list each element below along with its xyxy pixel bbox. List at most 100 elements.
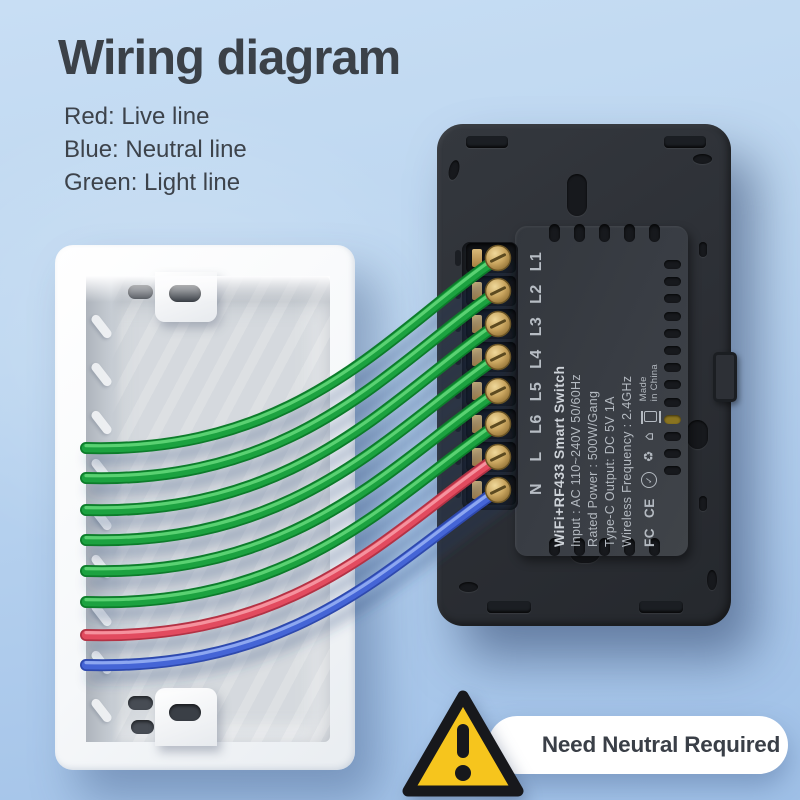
vent-slot	[549, 224, 560, 242]
screw-slot-bottom-2	[131, 720, 154, 734]
legend-item-green: Green: Light line	[64, 169, 241, 196]
vent-slot-right	[664, 277, 681, 287]
vent-slot-right	[664, 294, 681, 304]
terminal-label: N	[528, 482, 545, 496]
louver-slat	[89, 601, 114, 628]
backplate-slot	[455, 482, 461, 498]
device-product-name: WiFi+RF433 Smart Switch	[551, 365, 567, 547]
made-in-line: in China	[649, 364, 660, 402]
device-spec-line: Rated Power : 500W/Gang	[586, 390, 600, 547]
vent-slot-right	[664, 311, 681, 321]
corner-hole-bottom-right	[707, 570, 717, 590]
backplate-slot	[455, 250, 461, 266]
backplate-slot	[455, 383, 461, 399]
vent-slot-right	[664, 449, 681, 459]
vent-slot-right	[664, 414, 681, 424]
vent-slot	[624, 224, 635, 242]
terminal-clamp	[472, 481, 482, 499]
louver-slat	[89, 361, 114, 388]
legend-item-blue: Blue: Neutral line	[64, 136, 247, 163]
screw-slot-top	[128, 285, 153, 299]
side-clip-right	[713, 352, 737, 402]
louver-slat	[89, 649, 114, 676]
screw-slot-bottom	[128, 696, 153, 710]
louver-slat	[89, 409, 114, 436]
wire-color-legend: Red: Live line Blue: Neutral line Green:…	[64, 100, 400, 199]
vent-slot	[649, 538, 660, 556]
vent-slot-right	[664, 363, 681, 373]
fcc-mark: FC	[641, 528, 657, 547]
device-spec-line: Type-C Output: DC 5V 1A	[603, 396, 617, 547]
ce-mark: CE	[641, 498, 657, 518]
vent-slot	[549, 538, 560, 556]
made-in-line: Made	[638, 376, 649, 402]
wall-mount-box	[55, 245, 355, 770]
terminal-label: L5	[528, 381, 545, 402]
vent-slot-right	[664, 260, 681, 269]
warning-triangle-icon	[402, 690, 524, 797]
corner-hole-top-left	[446, 159, 462, 181]
vent-slot-right	[664, 328, 681, 338]
vent-slot-right	[664, 397, 681, 407]
vent-slot	[599, 538, 610, 556]
louver-slat	[89, 457, 114, 484]
mounting-tab-bottom	[155, 688, 217, 746]
backplate-slot	[455, 449, 461, 465]
terminal-clamp	[472, 249, 482, 267]
weee-bin-mark	[643, 411, 657, 423]
terminal-clamp	[472, 382, 482, 400]
title-block: Wiring diagram Red: Live line Blue: Neut…	[58, 30, 401, 199]
terminal-clamp	[472, 448, 482, 466]
wall-box-cavity	[86, 272, 330, 746]
terminal-label: L1	[528, 251, 545, 272]
device-module	[515, 224, 688, 556]
louver-slat	[89, 553, 114, 580]
vent-slot	[649, 224, 660, 242]
snap-clip-top-right	[664, 136, 706, 148]
recycle-mark: ♻	[641, 450, 657, 463]
terminal-label: L4	[528, 349, 545, 369]
terminal-strip	[462, 242, 518, 510]
backplate-slot	[455, 416, 461, 432]
snap-clip-top-left	[466, 136, 508, 148]
legend-item-red: Red: Live line	[64, 103, 210, 130]
device-spec-line: Wireless Frequency : 2.4GHz	[620, 375, 634, 547]
terminal-clamp	[472, 315, 482, 333]
louver-slat	[89, 697, 114, 724]
vent-slot-right	[664, 346, 681, 355]
side-hole-right	[687, 420, 708, 449]
terminal-label: L6	[528, 414, 545, 434]
terminal-clamp	[472, 348, 482, 366]
house-mark: ⌂	[641, 432, 657, 441]
terminal-clamp	[472, 415, 482, 433]
neutral-warning-pill: Need Neutral Required	[488, 716, 788, 774]
vent-slot	[624, 538, 635, 556]
terminal-label: L	[528, 451, 545, 462]
louver-slat	[89, 505, 114, 532]
page-title: Wiring diagram	[58, 31, 401, 85]
corner-hole-bottom-left	[459, 582, 478, 592]
vent-slot-right	[664, 380, 681, 390]
backplate-slot	[455, 316, 461, 332]
backplate-slot	[455, 349, 461, 365]
neutral-warning-text: Need Neutral Required	[541, 732, 781, 757]
device-info: WiFi+RF433 Smart Switch Input : AC 110~2…	[550, 237, 660, 547]
device-spec-line: Input : AC 110~240V 50/60Hz	[569, 374, 583, 547]
mounting-tab-top-hole	[169, 285, 201, 302]
cert-check-mark: ✓	[641, 472, 657, 489]
mounting-tab-bottom-hole	[169, 704, 201, 721]
vent-slot	[574, 224, 585, 242]
snap-clip-bottom-left	[487, 601, 531, 613]
terminal-clamp	[472, 282, 482, 300]
side-slot-right-top	[699, 242, 707, 257]
wall-box-louver-wall	[86, 276, 122, 742]
vent-slot	[599, 224, 610, 242]
mounting-tab-top	[155, 272, 217, 322]
terminal-label: L3	[528, 316, 545, 337]
keyhole-top	[567, 174, 587, 216]
